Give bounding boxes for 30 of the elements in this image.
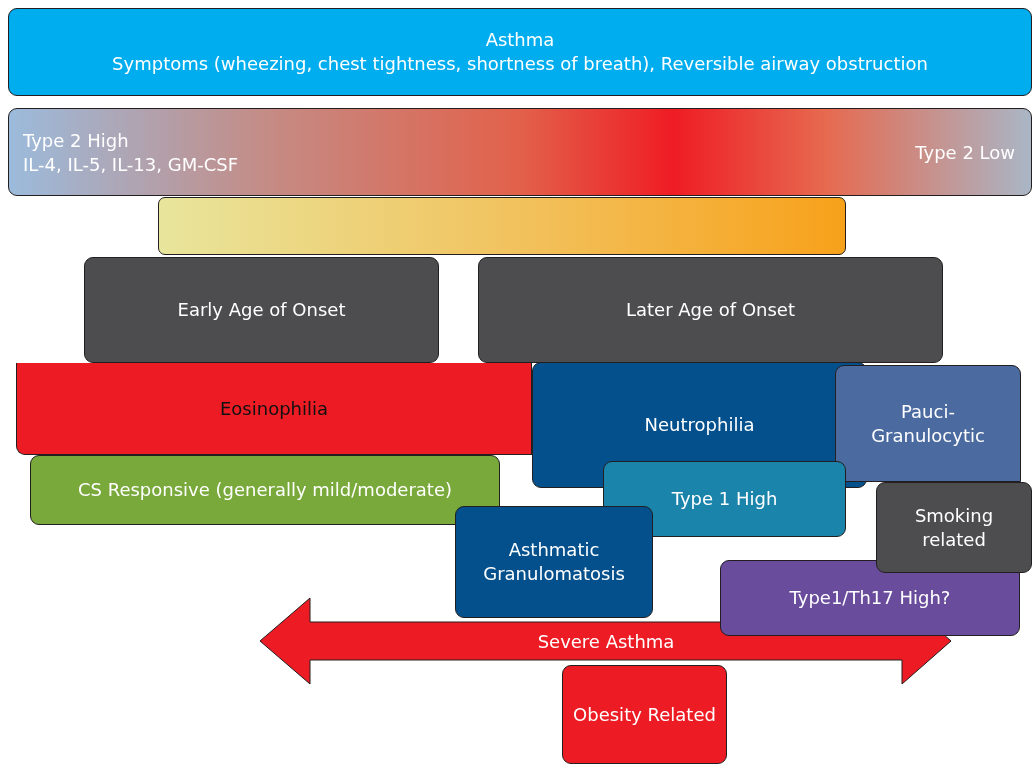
node-text: Type 2 High: [23, 129, 129, 153]
category-box: [30, 455, 500, 525]
node-text: Symptoms (wheezing, chest tightness, shortness of breath), Reversible airway obstruction: [112, 52, 928, 76]
node-text: IL-4, IL-5, IL-13, GM-CSF: [23, 153, 238, 177]
node-text: Early Age of Onset: [177, 298, 346, 322]
node-text: Eosinophilia: [219, 396, 329, 421]
heading-text: Asthma: [485, 28, 555, 52]
category-box: [603, 461, 846, 537]
category-box: [720, 560, 1020, 636]
category-box: [16, 363, 532, 455]
gradient-bar: [158, 197, 846, 255]
node-text: Obesity Related: [573, 702, 716, 727]
category-box: [562, 665, 727, 764]
node-text: Pauci-Granulocytic: [870, 399, 986, 448]
gradient-band: [8, 108, 1032, 196]
node-text: Neutrophilia: [644, 413, 755, 437]
node-text: Severe Asthma: [537, 630, 675, 654]
header-band: [8, 8, 1032, 96]
node-text: Smoking related: [913, 503, 995, 552]
category-box: [478, 257, 943, 363]
category-box: [84, 257, 439, 363]
category-box: [876, 482, 1032, 573]
node-text: Type 1 High: [671, 487, 778, 511]
node-text: Later Age of Onset: [626, 298, 795, 322]
category-box: [835, 365, 1021, 482]
node-text: Asthmatic Granulomatosis: [482, 538, 626, 586]
node-text: Type1/Th17 High?: [789, 586, 951, 610]
node-text: Type 2 Low: [915, 141, 1015, 165]
category-box: [455, 506, 653, 618]
node-text: CS Responsive (generally mild/moderate): [78, 478, 452, 502]
